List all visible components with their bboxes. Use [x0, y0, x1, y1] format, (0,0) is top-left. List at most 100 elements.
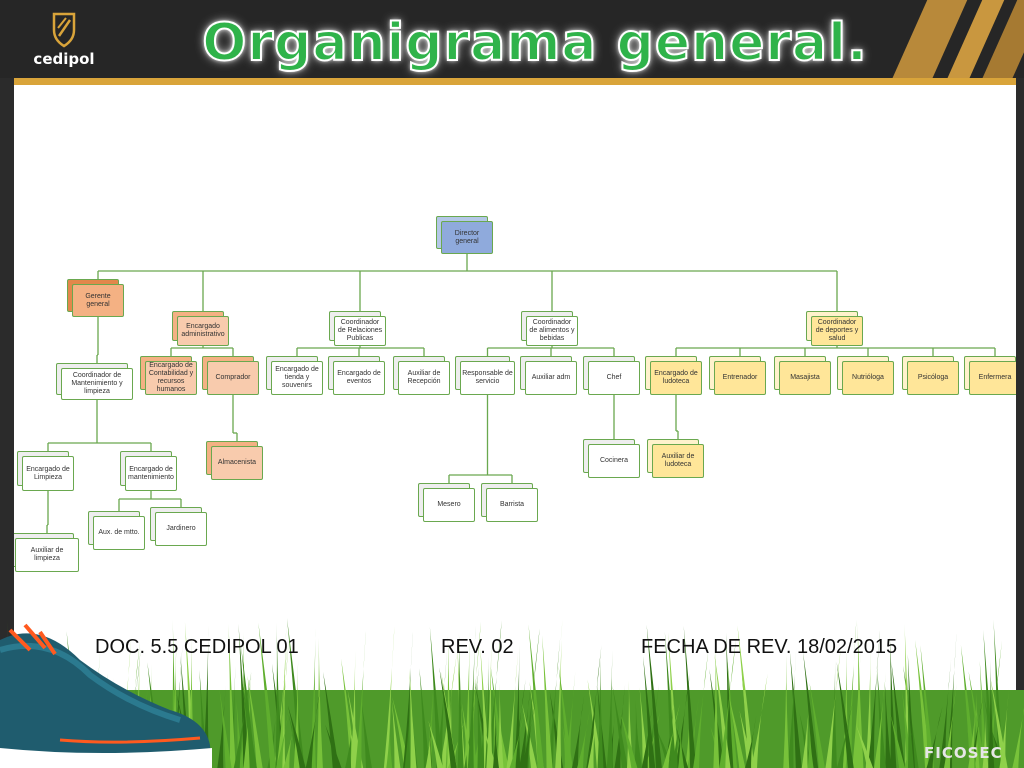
grass-blade — [641, 701, 653, 768]
grass-blade — [120, 679, 138, 768]
grass-blade — [737, 625, 755, 768]
ficosec-watermark: FICOSEC — [924, 744, 1003, 762]
grass-blade — [890, 713, 906, 768]
grass-blade — [511, 679, 526, 768]
org-node-enc-tienda: Encargado de tienda y souvenirs — [271, 361, 323, 395]
grass-blade — [391, 700, 401, 768]
grass-blade — [983, 629, 995, 768]
grass-blade — [509, 713, 525, 768]
grass-blade — [825, 646, 842, 768]
revision-date: FECHA DE REV. 18/02/2015 — [641, 636, 898, 658]
grass-blade — [725, 632, 734, 768]
org-node-aux-recep: Auxiliar de Recepción — [398, 361, 450, 395]
grass-blade — [620, 712, 638, 768]
grass-blade — [683, 625, 697, 768]
grass-blade — [751, 673, 768, 768]
grass-blade — [483, 726, 497, 768]
revision: REV. 02 — [441, 636, 514, 658]
grass-blade — [975, 692, 982, 768]
grass-blade — [713, 643, 720, 768]
grass-blade — [745, 716, 757, 768]
grass-blade — [671, 711, 680, 768]
grass-blade — [238, 623, 250, 768]
grass-blade — [612, 685, 628, 768]
grass-blade — [836, 701, 854, 768]
grass-blade — [419, 668, 430, 768]
grass-blade — [240, 645, 256, 768]
org-node-enc-eventos: Encargado de eventos — [333, 361, 385, 395]
grass-blade — [287, 705, 306, 768]
grass-blade — [355, 631, 366, 768]
org-node-aux-ludo: Auxiliar de ludoteca — [652, 444, 704, 478]
grass-blade — [309, 628, 316, 768]
grass-blade — [286, 618, 305, 768]
org-node-comprador: Comprador — [207, 361, 259, 395]
grass-blade — [662, 703, 681, 768]
grass-blade — [643, 655, 656, 768]
grass-blade — [646, 624, 662, 768]
grass-blade — [426, 715, 433, 768]
org-node-nutriologa: Nutrióloga — [842, 361, 894, 395]
org-node-coord-ab: Coordinador de alimentos y bebidas — [526, 316, 578, 346]
grass-blade — [597, 655, 604, 768]
grass-blade — [587, 706, 597, 768]
grass-blade — [349, 725, 360, 768]
grass-blade — [345, 716, 354, 768]
grass-blade — [316, 638, 323, 768]
grass-blade — [979, 660, 988, 768]
org-node-masajista: Masajista — [779, 361, 831, 395]
grass-blade — [542, 635, 553, 768]
org-node-enc-limp: Encargado de Limpieza — [22, 456, 74, 491]
grass-blade — [233, 671, 252, 768]
grass-blade — [714, 653, 731, 768]
grass-blade — [803, 651, 819, 768]
grass-blade — [228, 624, 236, 768]
grass-blade — [1012, 708, 1024, 768]
org-node-coord-rp: Coordinador de Relaciones Publicas — [334, 316, 386, 346]
grass-blade — [555, 619, 563, 768]
org-node-coord-mant: Coordinador de Mantenimiento y limpieza — [61, 368, 133, 400]
grass-blade — [219, 689, 232, 768]
grass-blade — [461, 702, 474, 768]
grass-blade — [528, 624, 544, 768]
grass-blade — [664, 631, 677, 768]
grass-blade — [801, 697, 810, 768]
grass-blade — [486, 637, 493, 768]
grass-blade — [386, 718, 393, 768]
grass-blade — [436, 650, 448, 768]
grass-blade — [845, 619, 857, 768]
grass-blade — [614, 683, 626, 768]
grass-blade — [466, 621, 481, 768]
grass-blade — [279, 625, 287, 768]
org-node-psicologa: Psicóloga — [907, 361, 959, 395]
grass-blade — [492, 716, 499, 768]
grass-blade — [564, 671, 576, 768]
org-node-barrista: Barrista — [486, 488, 538, 522]
grass-blade — [990, 677, 1008, 768]
grass-blade — [852, 645, 861, 768]
header-divider — [14, 78, 1016, 85]
grass-blade — [678, 727, 685, 768]
grass-blade — [217, 684, 226, 768]
grass-blade — [467, 625, 476, 768]
grass-blade — [522, 628, 540, 768]
org-node-enc-mant: Encargado de mantenimiento — [125, 456, 177, 491]
grass-blade — [719, 636, 737, 768]
grass-blade — [283, 722, 295, 768]
grass-blade — [258, 622, 277, 768]
grass-blade — [464, 632, 471, 768]
grass-blade — [809, 682, 825, 768]
grass-blade — [982, 716, 989, 768]
grass-blade — [783, 655, 790, 768]
grass-blade — [884, 682, 892, 768]
cedipol-logo: cedipol — [24, 10, 104, 72]
grass-blade — [988, 660, 995, 768]
grass-blade — [571, 695, 585, 768]
grass-blade — [876, 665, 887, 768]
doc-code: DOC. 5.5 CEDIPOL 01 — [95, 636, 299, 658]
grass-blade — [831, 660, 838, 768]
grass-blade — [457, 632, 464, 768]
grass-blade — [519, 682, 532, 768]
grass-blade — [486, 620, 502, 768]
